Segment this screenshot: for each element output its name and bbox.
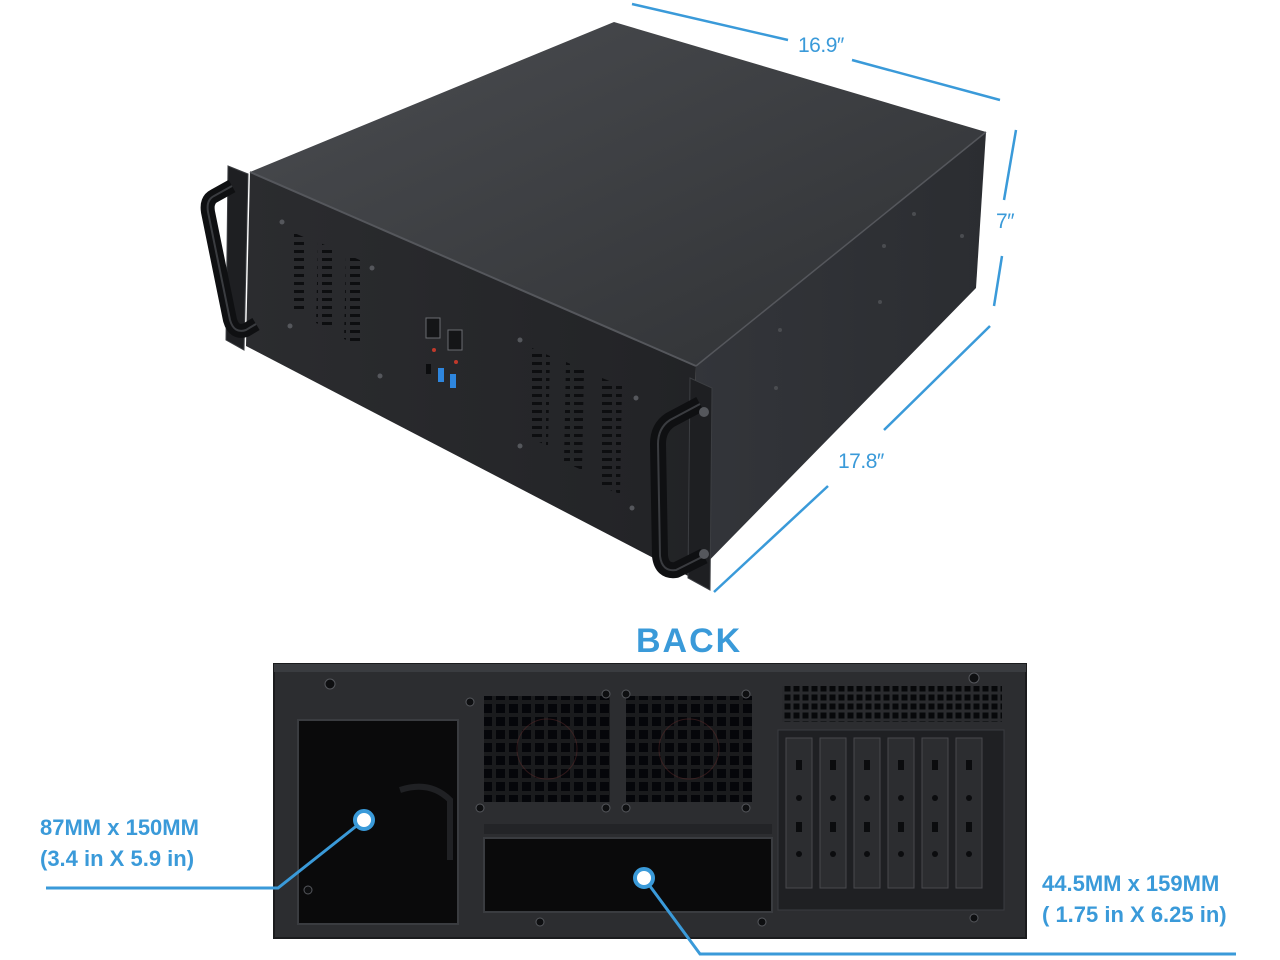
psu-opening bbox=[298, 720, 458, 924]
chassis-back-view bbox=[273, 663, 1027, 939]
width-dimension-line-right bbox=[851, 58, 1001, 102]
width-dimension-line-left bbox=[631, 2, 789, 42]
drive-bay-callout: 44.5MM x 159MM ( 1.75 in X 6.25 in) bbox=[1042, 868, 1227, 930]
fan-grille-left bbox=[484, 696, 610, 802]
psu-callout-marker bbox=[353, 809, 375, 831]
height-dimension-label: 7″ bbox=[996, 210, 1015, 233]
height-dimension-line-top bbox=[1002, 129, 1018, 201]
callout-leaders bbox=[46, 818, 1236, 956]
front-io-panel bbox=[425, 317, 463, 388]
back-view-title: BACK bbox=[636, 622, 743, 660]
depth-dimension-label: 17.8″ bbox=[838, 450, 884, 473]
rear-vent-grid bbox=[782, 686, 1002, 722]
psu-bay-metric-size: 87MM x 150MM bbox=[40, 815, 199, 840]
drive-bay-metric-size: 44.5MM x 159MM bbox=[1042, 871, 1220, 896]
psu-bay-callout: 87MM x 150MM (3.4 in X 5.9 in) bbox=[40, 812, 199, 874]
right-rack-handle bbox=[650, 377, 713, 591]
power-switch-icon bbox=[425, 317, 441, 339]
psu-callout-line bbox=[46, 818, 365, 890]
drive-bay-callout-line bbox=[642, 877, 1236, 956]
usb-port-icon bbox=[438, 368, 444, 382]
front-vent-right bbox=[530, 348, 622, 494]
height-dimension-line-bottom bbox=[992, 255, 1004, 307]
usb-port-icon bbox=[450, 374, 456, 388]
fan-grille-right bbox=[626, 696, 752, 802]
psu-bay-imperial-size: (3.4 in X 5.9 in) bbox=[40, 846, 195, 871]
drive-bay-callout-marker bbox=[633, 867, 655, 889]
chassis-side-panel bbox=[692, 132, 986, 578]
drive-bay-opening bbox=[483, 837, 773, 913]
front-vent-left bbox=[290, 232, 362, 346]
width-dimension-label: 16.9″ bbox=[798, 34, 844, 57]
reset-switch-icon bbox=[447, 329, 463, 351]
depth-dimension-line-top bbox=[883, 325, 991, 431]
chassis-front-view bbox=[200, 22, 987, 591]
drive-bay-imperial-size: ( 1.75 in X 6.25 in) bbox=[1042, 902, 1227, 927]
depth-dimension-line-bottom bbox=[713, 485, 829, 593]
left-rack-handle bbox=[200, 165, 260, 351]
dimension-lines bbox=[631, 2, 1018, 593]
